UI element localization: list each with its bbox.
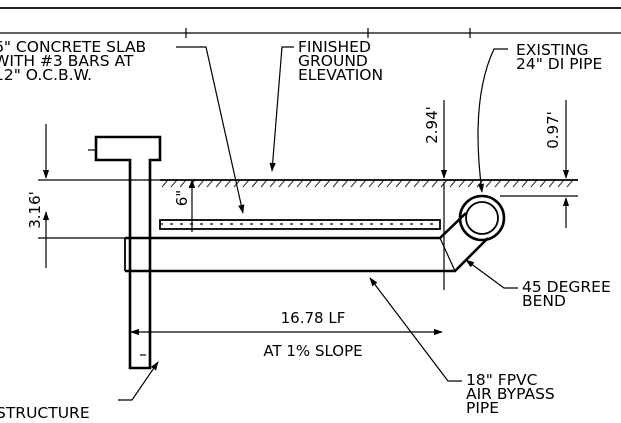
leader-structure bbox=[118, 361, 159, 401]
dimension-slab-thickness: 6" bbox=[173, 179, 196, 232]
dimension-label-slope: AT 1% SLOPE bbox=[263, 342, 362, 360]
label-existing-pipe: EXISTING 24" DI PIPE bbox=[516, 41, 602, 73]
existing-di-pipe bbox=[458, 194, 506, 242]
dimension-depth-right: 2.94' bbox=[423, 100, 448, 290]
label-structure: STRUCTURE bbox=[0, 404, 90, 422]
label-concrete-slab: 6" CONCRETE SLAB WITH #3 BARS AT 12" O.C… bbox=[0, 38, 151, 84]
dimension-label-length: 16.78 LF bbox=[281, 309, 346, 327]
dimension-label-pipe-cover: 0.97' bbox=[544, 111, 562, 149]
dimension-label-depth-left: 3.16' bbox=[26, 191, 44, 229]
leader-ground bbox=[269, 46, 294, 172]
dimension-label-depth-right: 2.94' bbox=[423, 106, 441, 144]
label-bypass-pipe: 18" FPVC AIR BYPASS PIPE bbox=[466, 371, 560, 417]
dimension-pipe-length: 16.78 LF AT 1% SLOPE bbox=[130, 309, 443, 360]
dimension-pipe-cover: 0.97' bbox=[500, 100, 578, 228]
leader-slab bbox=[176, 46, 245, 214]
air-bypass-pipe bbox=[124, 212, 489, 273]
label-finished-ground: FINISHED GROUND ELEVATION bbox=[298, 38, 383, 84]
label-45-degree-bend: 45 DEGREE BEND bbox=[522, 278, 616, 310]
concrete-slab bbox=[159, 219, 441, 230]
dimension-depth-left: 3.16' bbox=[26, 124, 160, 268]
leader-bypass-pipe bbox=[369, 277, 462, 382]
dimension-label-slab: 6" bbox=[173, 190, 191, 206]
ground-line bbox=[160, 179, 578, 188]
structure-wall bbox=[88, 135, 162, 370]
leader-existing-pipe bbox=[477, 48, 508, 193]
leader-bend bbox=[465, 259, 518, 289]
